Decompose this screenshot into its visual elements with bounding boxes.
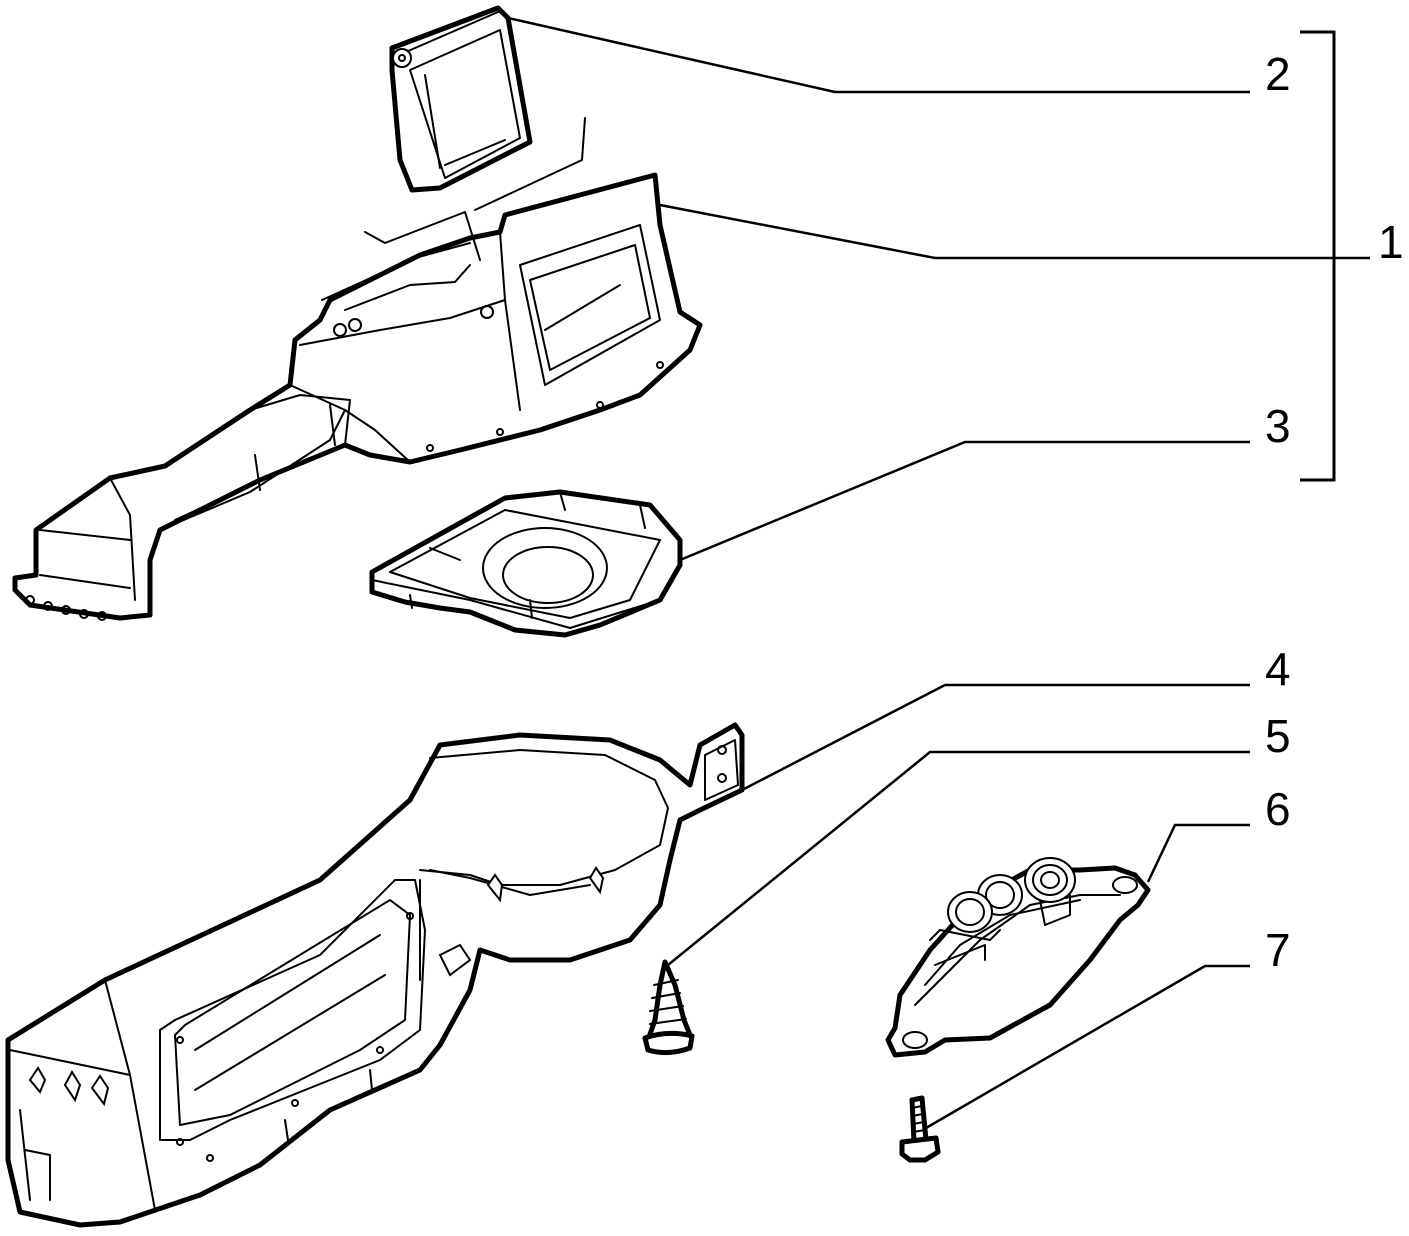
leader-line-3 (679, 440, 1250, 562)
part-3-cover-plate (369, 489, 683, 638)
leader-line-4 (741, 683, 1250, 792)
part-2-flap-door (389, 5, 533, 193)
leader-line-2 (507, 16, 1250, 94)
callout-3: 3 (1265, 400, 1291, 452)
part-5-screw (642, 959, 695, 1056)
callout-labels: 2 1 3 4 5 6 7 (1265, 48, 1404, 976)
callout-4: 4 (1265, 643, 1291, 695)
leader-line-5 (667, 750, 1250, 966)
callout-1: 1 (1378, 216, 1404, 268)
part-4-lower-housing (5, 722, 745, 1228)
leader-lines (507, 16, 1370, 1130)
part-7-bolt (899, 1095, 941, 1163)
callout-6: 6 (1265, 783, 1291, 835)
callout-7: 7 (1265, 924, 1291, 976)
part-1-upper-housing (12, 117, 703, 621)
leader-line-1 (659, 203, 1370, 260)
callout-2: 2 (1265, 48, 1291, 100)
leader-line-6 (1146, 823, 1250, 883)
resistor-coils (947, 857, 1076, 933)
assembly-bracket (1300, 30, 1336, 482)
callout-5: 5 (1265, 710, 1291, 762)
leader-line-7 (925, 964, 1250, 1130)
part-6-resistor (885, 857, 1151, 1058)
